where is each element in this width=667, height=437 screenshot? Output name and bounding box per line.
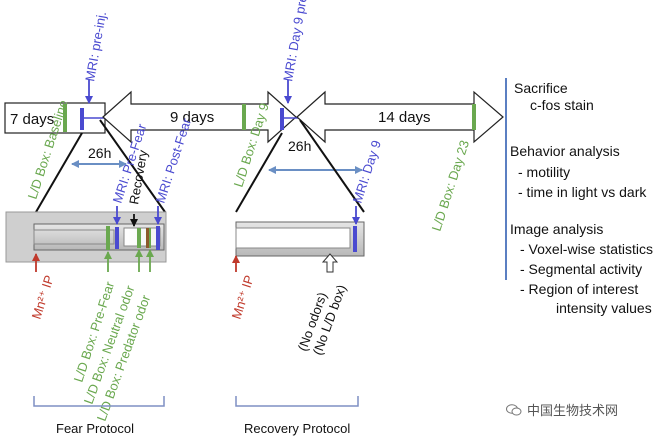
- image-item-3: - Region of interest: [520, 281, 638, 297]
- mn-ip-1-label: Mn²⁺ IP: [29, 273, 57, 321]
- sacrifice-label: Sacrifice: [514, 80, 568, 96]
- fear-bracket: [33, 396, 165, 407]
- fourteen-days-arrow: [296, 90, 504, 144]
- mri-day9-label: MRI: Day 9: [350, 138, 384, 204]
- no-box-arrow: [321, 253, 339, 273]
- mri-day9-pre-tick: [280, 108, 284, 130]
- span-26h-1-label: 26h: [88, 145, 111, 161]
- ld-day23-label: L/D Box: Day 23: [429, 138, 473, 233]
- image-item-2: - Segmental activity: [520, 261, 642, 277]
- behavior-item-2: - time in light vs dark: [518, 184, 647, 200]
- mri-day9-pre-label: MRI: Day 9 pre: [280, 0, 310, 83]
- day9-ld-tick: [242, 104, 246, 130]
- behavior-title: Behavior analysis: [510, 143, 620, 159]
- fear-protocol-label: Fear Protocol: [56, 421, 134, 436]
- mri-pre-inj-tick: [80, 108, 84, 130]
- image-item-1: - Voxel-wise statistics: [520, 241, 653, 257]
- post-fear-mri-tick: [156, 226, 160, 250]
- pre-fear-mri-tick: [115, 227, 119, 249]
- image-item-4: intensity values: [556, 300, 652, 316]
- image-title: Image analysis: [510, 221, 603, 237]
- span-26h-2-label: 26h: [288, 138, 311, 154]
- wechat-icon: [506, 403, 522, 415]
- mri-day9-tick: [353, 226, 357, 252]
- nine-days-arrow: [102, 90, 297, 144]
- day23-ld-tick: [472, 104, 476, 130]
- watermark: 中国生物技术网: [506, 400, 618, 419]
- baseline-tick: [63, 104, 67, 132]
- recovery-bracket: [235, 396, 359, 407]
- mri-pre-inj-label: MRI: pre-inj.: [82, 10, 109, 82]
- nine-days-label: 9 days: [170, 109, 214, 126]
- fourteen-days-label: 14 days: [378, 109, 431, 126]
- recovery-protocol-label: Recovery Protocol: [244, 421, 350, 436]
- mn-ip-2-label: Mn²⁺ IP: [229, 273, 257, 321]
- behavior-item-1: - motility: [518, 164, 570, 180]
- pre-fear-ld-tick: [106, 226, 110, 250]
- seven-days-label: 7 days: [10, 111, 54, 128]
- cfos-label: c-fos stain: [530, 97, 594, 113]
- watermark-text: 中国生物技术网: [527, 404, 619, 419]
